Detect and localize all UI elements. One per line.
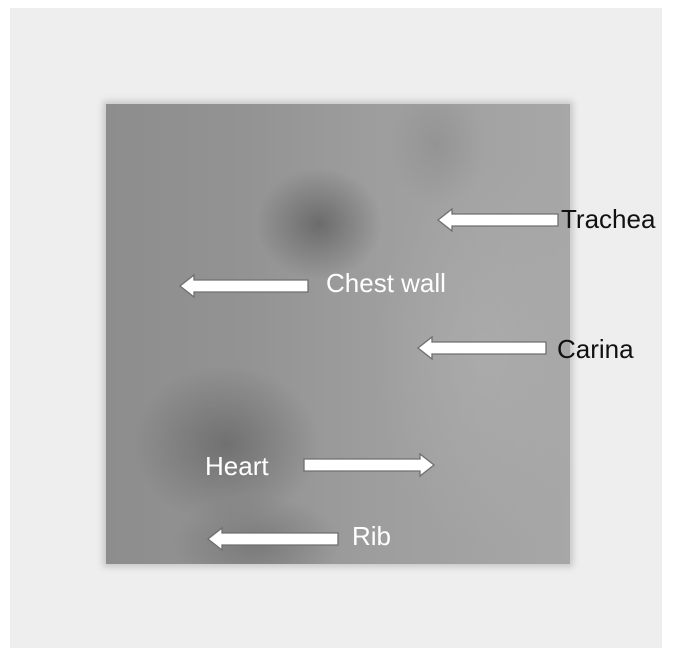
rib-arrow (207, 525, 339, 553)
heart-arrow (303, 451, 435, 479)
trachea-label: Trachea (561, 204, 655, 234)
chest-wall-label: Chest wall (326, 268, 446, 298)
heart-label: Heart (205, 451, 269, 481)
carina-arrow (417, 334, 547, 362)
trachea-arrow (437, 206, 559, 234)
chest-wall-arrow (179, 272, 309, 300)
rib-label: Rib (352, 521, 391, 551)
carina-label: Carina (557, 334, 634, 364)
